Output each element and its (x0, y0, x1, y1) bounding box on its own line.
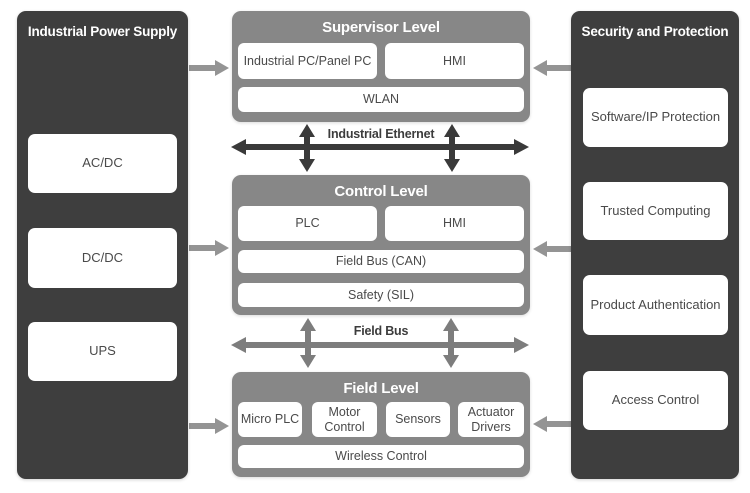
supervisor-item-hmi: HMI (385, 43, 524, 79)
bus-label-field-bus: Field Bus (353, 324, 409, 338)
arrow-left-icon (533, 416, 571, 432)
control-item-plc: PLC (238, 206, 377, 241)
supervisor-level-title: Supervisor Level (322, 18, 440, 36)
double-arrow-vertical-icon (443, 318, 459, 368)
security-item-trusted-computing: Trusted Computing (583, 182, 728, 240)
double-arrow-vertical-icon (299, 124, 315, 172)
security-item-software-ip: Software/IP Protection (583, 88, 728, 147)
power-supply-title: Industrial Power Supply (27, 23, 178, 39)
arrow-right-icon (189, 418, 229, 434)
double-arrow-vertical-icon (444, 124, 460, 172)
control-item-field-bus-can: Field Bus (CAN) (238, 250, 524, 273)
arrow-left-icon (533, 60, 571, 76)
field-item-motor-control: Motor Control (312, 402, 377, 437)
security-title: Security and Protection (581, 23, 729, 39)
double-arrow-horizontal-icon (231, 139, 529, 155)
security-panel: Security and Protection Software/IP Prot… (571, 11, 739, 479)
control-level-panel: Control Level PLC HMI Field Bus (CAN) Sa… (232, 175, 530, 315)
field-level-title: Field Level (343, 379, 419, 397)
power-item-acdc: AC/DC (28, 134, 177, 193)
security-item-product-auth: Product Authentication (583, 275, 728, 335)
control-item-hmi: HMI (385, 206, 524, 241)
control-level-title: Control Level (334, 182, 428, 200)
arrow-right-icon (189, 60, 229, 76)
bus-label-industrial-ethernet: Industrial Ethernet (327, 127, 435, 141)
supervisor-item-industrial-pc: Industrial PC/Panel PC (238, 43, 377, 79)
field-item-sensors: Sensors (386, 402, 450, 437)
security-item-access-control: Access Control (583, 371, 728, 430)
field-item-wireless-control: Wireless Control (238, 445, 524, 468)
arrow-left-icon (533, 241, 571, 257)
field-level-panel: Field Level Micro PLC Motor Control Sens… (232, 372, 530, 477)
field-item-micro-plc: Micro PLC (238, 402, 302, 437)
power-item-ups: UPS (28, 322, 177, 381)
control-item-safety-sil: Safety (SIL) (238, 283, 524, 307)
double-arrow-horizontal-icon (231, 337, 529, 353)
supervisor-item-wlan: WLAN (238, 87, 524, 112)
field-item-actuator-drivers: Actuator Drivers (458, 402, 524, 437)
power-supply-panel: Industrial Power Supply AC/DC DC/DC UPS (17, 11, 188, 479)
supervisor-level-panel: Supervisor Level Industrial PC/Panel PC … (232, 11, 530, 122)
double-arrow-vertical-icon (300, 318, 316, 368)
power-item-dcdc: DC/DC (28, 228, 177, 288)
arrow-right-icon (189, 240, 229, 256)
